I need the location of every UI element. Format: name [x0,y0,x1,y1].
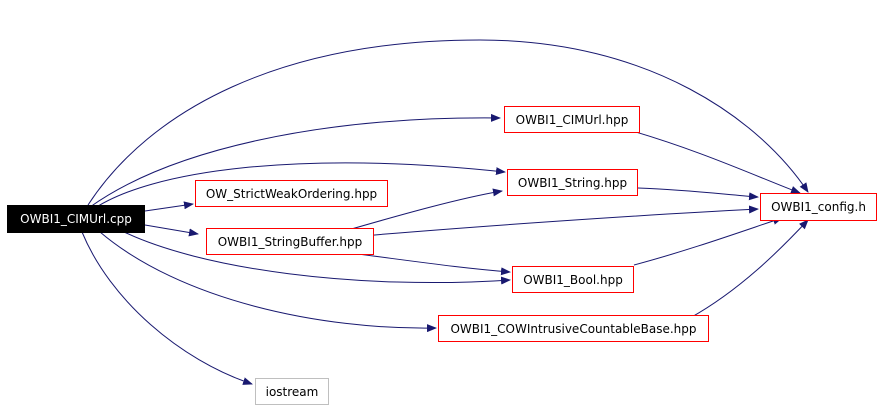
edge-cimurl-config-h [621,127,801,194]
node-iostream[interactable]: iostream [255,378,329,405]
edge-root-cimurl-hpp [89,113,501,208]
edge-root-bool-hpp [119,229,511,285]
node-config-h[interactable]: OWBI1_config.h [760,193,877,221]
edge-stringbuffer-config-h [361,205,759,237]
edge-root-strictweak [144,201,194,212]
node-bool-hpp[interactable]: OWBI1_Bool.hpp [512,266,634,293]
node-strict-weak-ordering-hpp[interactable]: OW_StrictWeakOrdering.hpp [195,180,388,207]
node-cimurl-hpp[interactable]: OWBI1_CIMUrl.hpp [504,106,640,133]
edge-root-stringbuffer [144,224,199,237]
edge-cow-config-h [689,219,809,319]
node-config-h-label: OWBI1_config.h [771,200,866,214]
node-strict-weak-ordering-label: OW_StrictWeakOrdering.hpp [205,186,378,201]
node-cow-intrusive-countable-base-hpp[interactable]: OWBI1_COWIntrusiveCountableBase.hpp [438,315,709,342]
edge-root-cow [99,231,437,333]
node-root-cpp[interactable]: OWBI1_CIMUrl.cpp [7,205,145,233]
node-string-hpp[interactable]: OWBI1_String.hpp [507,169,638,196]
edge-stringbuffer-string-hpp [347,188,503,231]
node-bool-hpp-label: OWBI1_Bool.hpp [523,272,623,287]
edge-string-config-h [637,187,759,201]
node-cow-label: OWBI1_COWIntrusiveCountableBase.hpp [450,321,697,336]
node-stringbuffer-hpp[interactable]: OWBI1_StringBuffer.hpp [206,228,374,255]
edge-bool-config-h [633,217,783,266]
node-iostream-label: iostream [265,384,319,399]
node-root-label: OWBI1_CIMUrl.cpp [20,212,132,226]
node-cimurl-hpp-label: OWBI1_CIMUrl.hpp [515,112,629,127]
edge-root-string-hpp [91,162,506,211]
edge-root-config-h [87,39,809,206]
edge-root-iostream [81,231,253,385]
edge-stringbuffer-bool-hpp [349,252,511,276]
node-stringbuffer-hpp-label: OWBI1_StringBuffer.hpp [217,234,363,249]
node-string-hpp-label: OWBI1_String.hpp [517,175,628,190]
